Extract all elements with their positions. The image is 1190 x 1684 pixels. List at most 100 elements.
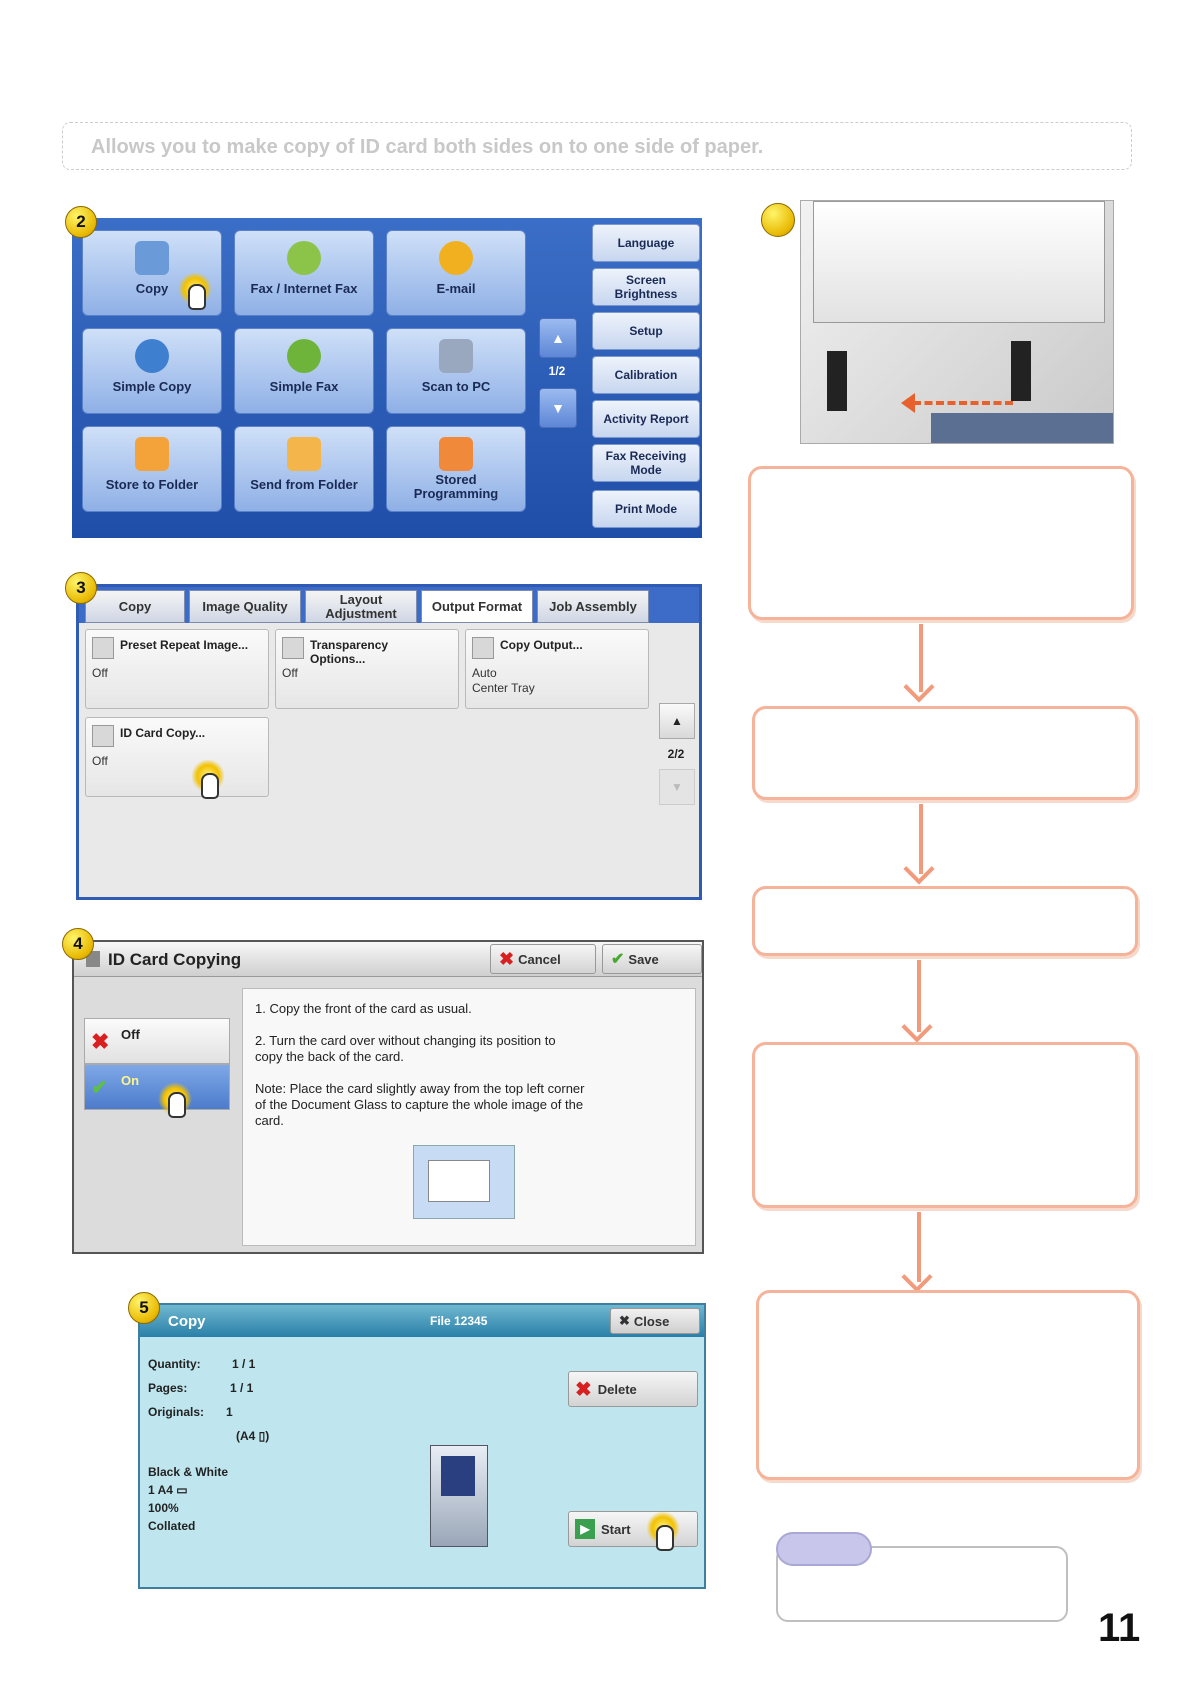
phone-icon <box>287 339 321 373</box>
pc-icon <box>439 339 473 373</box>
x-icon: ✖ <box>499 948 515 969</box>
store-to-folder-tile[interactable]: Store to Folder <box>82 426 222 512</box>
tab-output-format[interactable]: Output Format <box>421 590 533 623</box>
flow-arrow-2 <box>919 804 923 874</box>
calibration-button[interactable]: Calibration <box>592 356 700 394</box>
off-option[interactable]: ✖ Off <box>84 1018 230 1064</box>
note-tag <box>776 1532 872 1566</box>
hand-cursor-icon <box>656 1525 674 1551</box>
preset-repeat-image-option[interactable]: Preset Repeat Image... Off <box>85 629 269 709</box>
arrow-head-icon <box>901 393 915 413</box>
card-placement-icon <box>428 1160 490 1202</box>
dialog-header: ID Card Copying ✖Cancel ✔Save <box>74 942 702 977</box>
scroll-up-button[interactable]: ▲ <box>539 318 577 358</box>
note-box <box>776 1546 1068 1622</box>
flow-box-2 <box>752 706 1138 800</box>
id-card-copying-panel: ID Card Copying ✖Cancel ✔Save ✖ Off ✔ On… <box>72 940 704 1254</box>
copy-options-panel: Copy Image Quality Layout Adjustment Out… <box>76 584 702 900</box>
email-tile[interactable]: E-mail <box>386 230 526 316</box>
page-down-button[interactable]: ▼ <box>659 769 695 805</box>
card-holder-right <box>1011 341 1031 401</box>
start-icon: ▶ <box>575 1519 595 1539</box>
file-name: File 12345 <box>430 1314 488 1328</box>
flow-arrow-3 <box>917 960 921 1032</box>
page-number: 11 <box>1098 1606 1141 1650</box>
step-badge-2: 2 <box>65 206 97 238</box>
copy-output-icon <box>472 637 494 659</box>
simple-fax-tile[interactable]: Simple Fax <box>234 328 374 414</box>
fax-receiving-mode-button[interactable]: Fax Receiving Mode <box>592 444 700 482</box>
job-header: Copy File 12345 ✖Close <box>140 1305 704 1337</box>
tab-job-assembly[interactable]: Job Assembly <box>537 590 649 623</box>
instruction-step-1: 1. Copy the front of the card as usual. <box>255 1001 472 1016</box>
screen-brightness-button[interactable]: Screen Brightness <box>592 268 700 306</box>
copy-job-panel: Copy File 12345 ✖Close Quantity: 1 / 1 P… <box>138 1303 706 1589</box>
language-button[interactable]: Language <box>592 224 700 262</box>
flow-arrow-4 <box>917 1212 921 1282</box>
on-option[interactable]: ✔ On <box>84 1064 230 1110</box>
simple-copy-tile[interactable]: Simple Copy <box>82 328 222 414</box>
copy-output-option[interactable]: Copy Output... Auto Center Tray <box>465 629 649 709</box>
scanner-glass-photo <box>800 200 1114 444</box>
flow-arrow-1 <box>919 624 923 692</box>
send-from-folder-tile[interactable]: Send from Folder <box>234 426 374 512</box>
stored-programming-tile[interactable]: Stored Programming <box>386 426 526 512</box>
programming-icon <box>439 437 473 471</box>
instructions-box: 1. Copy the front of the card as usual. … <box>242 988 696 1246</box>
fax-tile[interactable]: Fax / Internet Fax <box>234 230 374 316</box>
intro-banner: Allows you to make copy of ID card both … <box>62 122 1132 170</box>
x-icon: ✖ <box>91 1029 110 1054</box>
printer-panel <box>441 1456 475 1496</box>
globe-icon <box>439 241 473 275</box>
setup-button[interactable]: Setup <box>592 312 700 350</box>
flow-box-1 <box>748 466 1134 620</box>
scan-to-pc-tile[interactable]: Scan to PC <box>386 328 526 414</box>
page-up-button[interactable]: ▲ <box>659 703 695 739</box>
check-icon: ✔ <box>611 951 625 968</box>
simple-copy-icon <box>135 339 169 373</box>
dialog-title: ID Card Copying <box>108 950 242 969</box>
intro-text: Allows you to make copy of ID card both … <box>91 136 764 158</box>
scroll-down-button[interactable]: ▼ <box>539 388 577 428</box>
activity-report-button[interactable]: Activity Report <box>592 400 700 438</box>
transparency-icon <box>282 637 304 659</box>
instruction-step-2: 2. Turn the card over without changing i… <box>255 1033 556 1064</box>
tab-copy[interactable]: Copy <box>85 590 185 623</box>
job-title: Copy <box>168 1313 206 1330</box>
page-indicator: 1/2 <box>548 364 566 378</box>
hand-cursor-icon <box>168 1092 186 1118</box>
close-button[interactable]: ✖Close <box>610 1308 700 1334</box>
flow-box-5 <box>756 1290 1140 1480</box>
tab-image-quality[interactable]: Image Quality <box>189 590 301 623</box>
folder-icon <box>135 437 169 471</box>
x-icon: ✖ <box>575 1378 592 1401</box>
step-badge-4: 4 <box>62 928 94 960</box>
folder-send-icon <box>287 437 321 471</box>
slide-arrow-icon <box>913 401 1013 405</box>
fax-icon <box>287 241 321 275</box>
delete-button[interactable]: ✖Delete <box>568 1371 698 1407</box>
print-mode-button[interactable]: Print Mode <box>592 490 700 528</box>
instruction-note: Note: Place the card slightly away from … <box>255 1081 585 1128</box>
cancel-button[interactable]: ✖Cancel <box>490 944 596 974</box>
copy-icon <box>135 241 169 275</box>
repeat-image-icon <box>92 637 114 659</box>
flow-box-3 <box>752 886 1138 956</box>
tab-layout-adjustment[interactable]: Layout Adjustment <box>305 590 417 623</box>
home-menu-panel: Copy Fax / Internet Fax E-mail Simple Co… <box>72 218 702 538</box>
step-badge-1 <box>761 203 795 237</box>
printer-illustration-icon <box>430 1445 488 1547</box>
tab-bar: Copy Image Quality Layout Adjustment Out… <box>79 587 699 623</box>
step-badge-5: 5 <box>128 1292 160 1324</box>
transparency-options-option[interactable]: Transparency Options... Off <box>275 629 459 709</box>
close-icon: ✖ <box>619 1313 630 1328</box>
page-indicator: 2/2 <box>667 747 685 761</box>
save-button[interactable]: ✔Save <box>602 944 702 974</box>
id-card-icon <box>92 725 114 747</box>
id-card-copy-option[interactable]: ID Card Copy... Off <box>85 717 269 797</box>
glass-diagram <box>413 1145 515 1219</box>
control-panel <box>931 413 1113 443</box>
hand-cursor-icon <box>201 773 219 799</box>
flow-box-4 <box>752 1042 1138 1208</box>
hand-cursor-icon <box>188 284 206 310</box>
